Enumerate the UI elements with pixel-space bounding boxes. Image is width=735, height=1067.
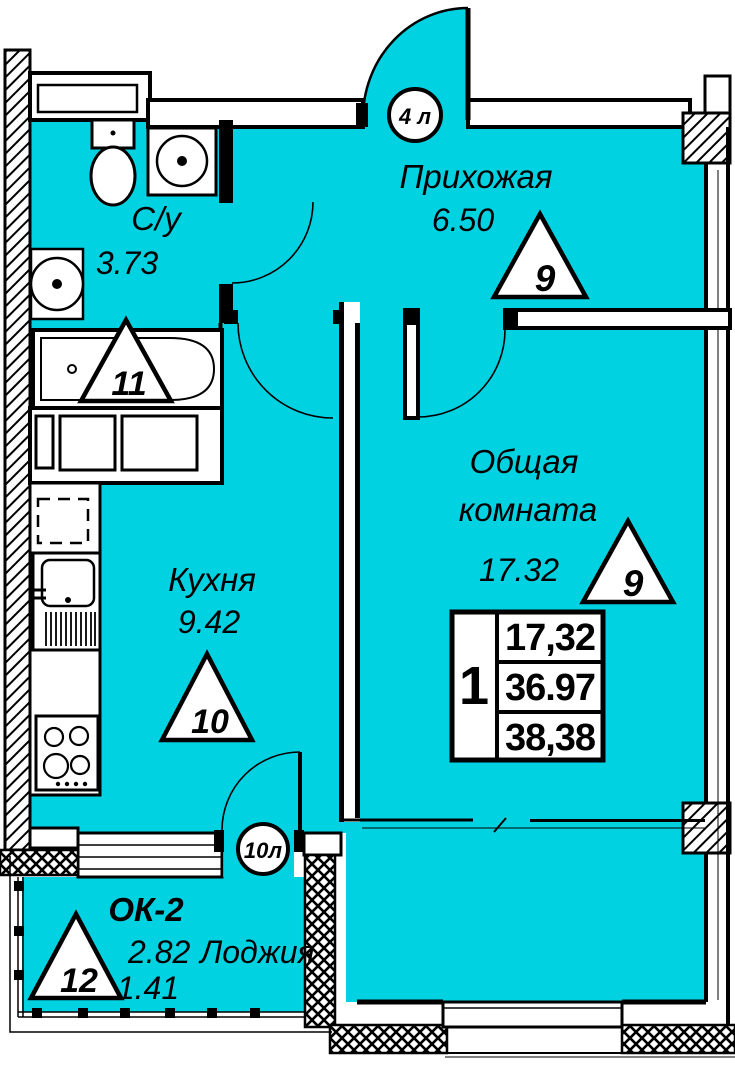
bathtub-drain — [67, 364, 77, 374]
hallway-top-wall-left — [146, 98, 365, 129]
balcony-door-arc — [221, 751, 301, 831]
svg-text:9: 9 — [535, 258, 556, 299]
bathroom-area: 3.73 — [96, 245, 158, 281]
living-door-pier — [403, 308, 420, 420]
loggia-sill-wall — [0, 848, 80, 877]
marker-triangle-loggia: 12 — [27, 909, 125, 1001]
marker-triangle-living: 9 — [579, 516, 677, 605]
svg-text:10: 10 — [191, 703, 229, 741]
hallway-top-wall-right — [466, 98, 692, 129]
entry-door-swing-area — [363, 8, 468, 118]
left-exterior-wall — [3, 48, 32, 852]
bottom-wall-right — [620, 1023, 735, 1055]
drainboard — [45, 612, 96, 646]
bathroom-door-arc — [231, 201, 314, 284]
svg-text:10л: 10л — [244, 838, 282, 863]
marker-triangle-kitchen: 10 — [158, 649, 256, 743]
kitchen-fixtures — [28, 481, 102, 797]
hallway-living-wall — [503, 308, 732, 330]
hallway-area: 6.50 — [432, 202, 494, 238]
loggia-name: Лоджия — [198, 934, 314, 970]
door-markers: 4 л 10л — [236, 87, 443, 876]
entry-door-arc — [361, 6, 469, 119]
windows-loggia — [0, 826, 735, 1058]
svg-text:9: 9 — [623, 563, 644, 604]
table-usable-area: 36.97 — [505, 667, 595, 709]
stove — [34, 714, 100, 792]
balcony-door-marker: 10л — [236, 822, 290, 876]
living-window — [441, 1000, 624, 1029]
living-area: 17.32 — [479, 552, 559, 588]
marker-triangle-bathroom: 11 — [77, 315, 175, 404]
bathroom-name: С/у — [131, 200, 183, 237]
wall-duct — [36, 83, 139, 114]
room-labels: Прихожая 6.50 С/у 3.73 Кухня 9.42 Общая … — [96, 158, 597, 1006]
area-table: 1 17,32 36.97 38,38 — [449, 609, 606, 763]
svg-text:11: 11 — [111, 365, 146, 403]
burner — [42, 752, 70, 780]
top-right-pier — [681, 111, 732, 165]
loggia-glazing — [9, 856, 332, 1033]
svg-text:4 л: 4 л — [398, 104, 431, 129]
kitchen-window — [76, 831, 224, 879]
kitchen-sink — [40, 558, 96, 608]
kitchen-area: 9.42 — [178, 604, 240, 640]
svg-text:12: 12 — [60, 962, 98, 1000]
living-door-arc — [417, 329, 506, 418]
top-right-notch — [703, 74, 732, 117]
burner — [43, 726, 65, 748]
living-name-line2: комната — [459, 491, 598, 528]
kitchen-door-arc — [237, 322, 334, 419]
loggia-area-reduced: 1.41 — [117, 970, 179, 1006]
bottom-wall-left — [328, 1023, 449, 1055]
living-name-line1: Общая — [470, 443, 579, 480]
table-total-area: 38,38 — [505, 717, 595, 759]
loggia-area-full: 2.82 — [127, 934, 190, 970]
loggia-window-mark: ОК-2 — [108, 891, 184, 928]
hallway-name: Прихожая — [399, 158, 552, 195]
loggia-right-wall — [303, 853, 337, 1029]
appliance-slot-dashed — [36, 497, 90, 545]
doors — [221, 6, 506, 831]
kitchen-name: Кухня — [168, 561, 256, 598]
toilet-bowl — [89, 145, 137, 207]
bathroom-east-wall-upper — [219, 120, 233, 203]
table-living-area: 17,32 — [505, 617, 595, 659]
marker-triangle-hallway: 9 — [490, 209, 590, 300]
kitchen-living-wall — [339, 302, 360, 822]
burner — [68, 725, 90, 747]
table-rooms-count: 1 — [459, 656, 489, 716]
burner — [69, 754, 91, 776]
position-markers: 9 9 10 11 12 — [27, 209, 677, 1001]
entry-door-marker: 4 л — [387, 87, 443, 143]
